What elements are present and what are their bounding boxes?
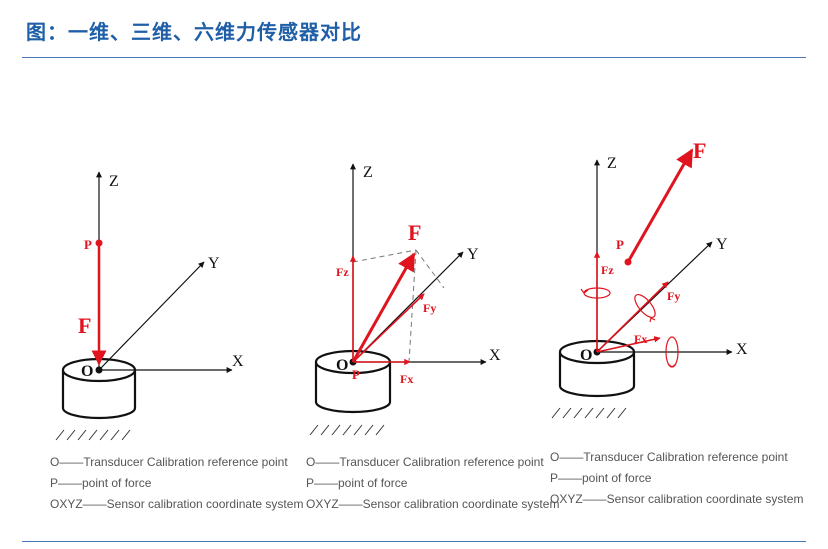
force-vector bbox=[351, 252, 416, 363]
fz-label: Fz bbox=[601, 263, 614, 277]
legend-system: OXYZ——Sensor calibration coordinate syst… bbox=[50, 497, 303, 511]
fx-label: Fx bbox=[634, 332, 647, 346]
legend-panel-2: O——Transducer Calibration reference poin… bbox=[306, 455, 559, 511]
fz-label: Fz bbox=[336, 265, 349, 279]
force-label: F bbox=[408, 220, 421, 245]
z-axis-label: Z bbox=[607, 155, 617, 172]
fx-vector bbox=[596, 336, 661, 353]
legend-point: P——point of force bbox=[550, 471, 652, 485]
force-point bbox=[624, 258, 632, 266]
torque-arrows bbox=[580, 287, 679, 368]
origin-point bbox=[95, 366, 103, 374]
panel-six-axis: Z Y X O P F Fz Fy Fx O——Transducer Calib… bbox=[550, 138, 803, 506]
origin-label: O bbox=[336, 357, 348, 374]
fx-label: Fx bbox=[400, 372, 413, 386]
legend-point: P——point of force bbox=[306, 476, 408, 490]
fy-label: Fy bbox=[667, 289, 680, 303]
origin-label: O bbox=[580, 347, 592, 364]
point-label: P bbox=[84, 237, 92, 252]
point-label: P bbox=[616, 237, 624, 252]
y-axis-label: Y bbox=[716, 236, 728, 253]
z-axis-label: Z bbox=[363, 164, 373, 181]
force-vector bbox=[626, 148, 694, 263]
legend-origin: O——Transducer Calibration reference poin… bbox=[306, 455, 544, 469]
origin-label: O bbox=[81, 363, 93, 380]
legend-system: OXYZ——Sensor calibration coordinate syst… bbox=[306, 497, 559, 511]
panel-one-axis: Z Y X O P F O——Transducer Calibration re… bbox=[50, 171, 303, 511]
x-axis-label: X bbox=[489, 347, 501, 364]
y-axis-label: Y bbox=[467, 246, 479, 263]
y-axis-label: Y bbox=[208, 255, 220, 272]
bottom-divider bbox=[22, 541, 806, 542]
legend-system: OXYZ——Sensor calibration coordinate syst… bbox=[550, 492, 803, 506]
page-title: 图：一维、三维、六维力传感器对比 bbox=[26, 20, 362, 44]
force-label: F bbox=[78, 313, 91, 338]
legend-point: P——point of force bbox=[50, 476, 152, 490]
point-label: P bbox=[352, 367, 360, 382]
ground-hatch bbox=[551, 407, 627, 419]
force-label: F bbox=[693, 138, 706, 163]
ground-hatch bbox=[55, 429, 131, 441]
legend-origin: O——Transducer Calibration reference poin… bbox=[550, 450, 788, 464]
x-axis-label: X bbox=[232, 353, 244, 370]
ground-hatch bbox=[309, 424, 385, 436]
fy-vector bbox=[352, 293, 425, 363]
top-divider bbox=[22, 57, 806, 58]
fy-vector bbox=[596, 281, 669, 353]
panel-three-axis: Z Y X O P F Fz Fy Fx O——Transducer Calib… bbox=[306, 163, 559, 511]
y-axis bbox=[98, 261, 205, 371]
force-point bbox=[95, 239, 103, 247]
legend-origin: O——Transducer Calibration reference poin… bbox=[50, 455, 288, 469]
legend-panel-3: O——Transducer Calibration reference poin… bbox=[550, 450, 803, 506]
fy-label: Fy bbox=[423, 301, 436, 315]
z-axis-label: Z bbox=[109, 173, 119, 190]
legend-panel-1: O——Transducer Calibration reference poin… bbox=[50, 455, 303, 511]
x-axis-label: X bbox=[736, 341, 748, 358]
